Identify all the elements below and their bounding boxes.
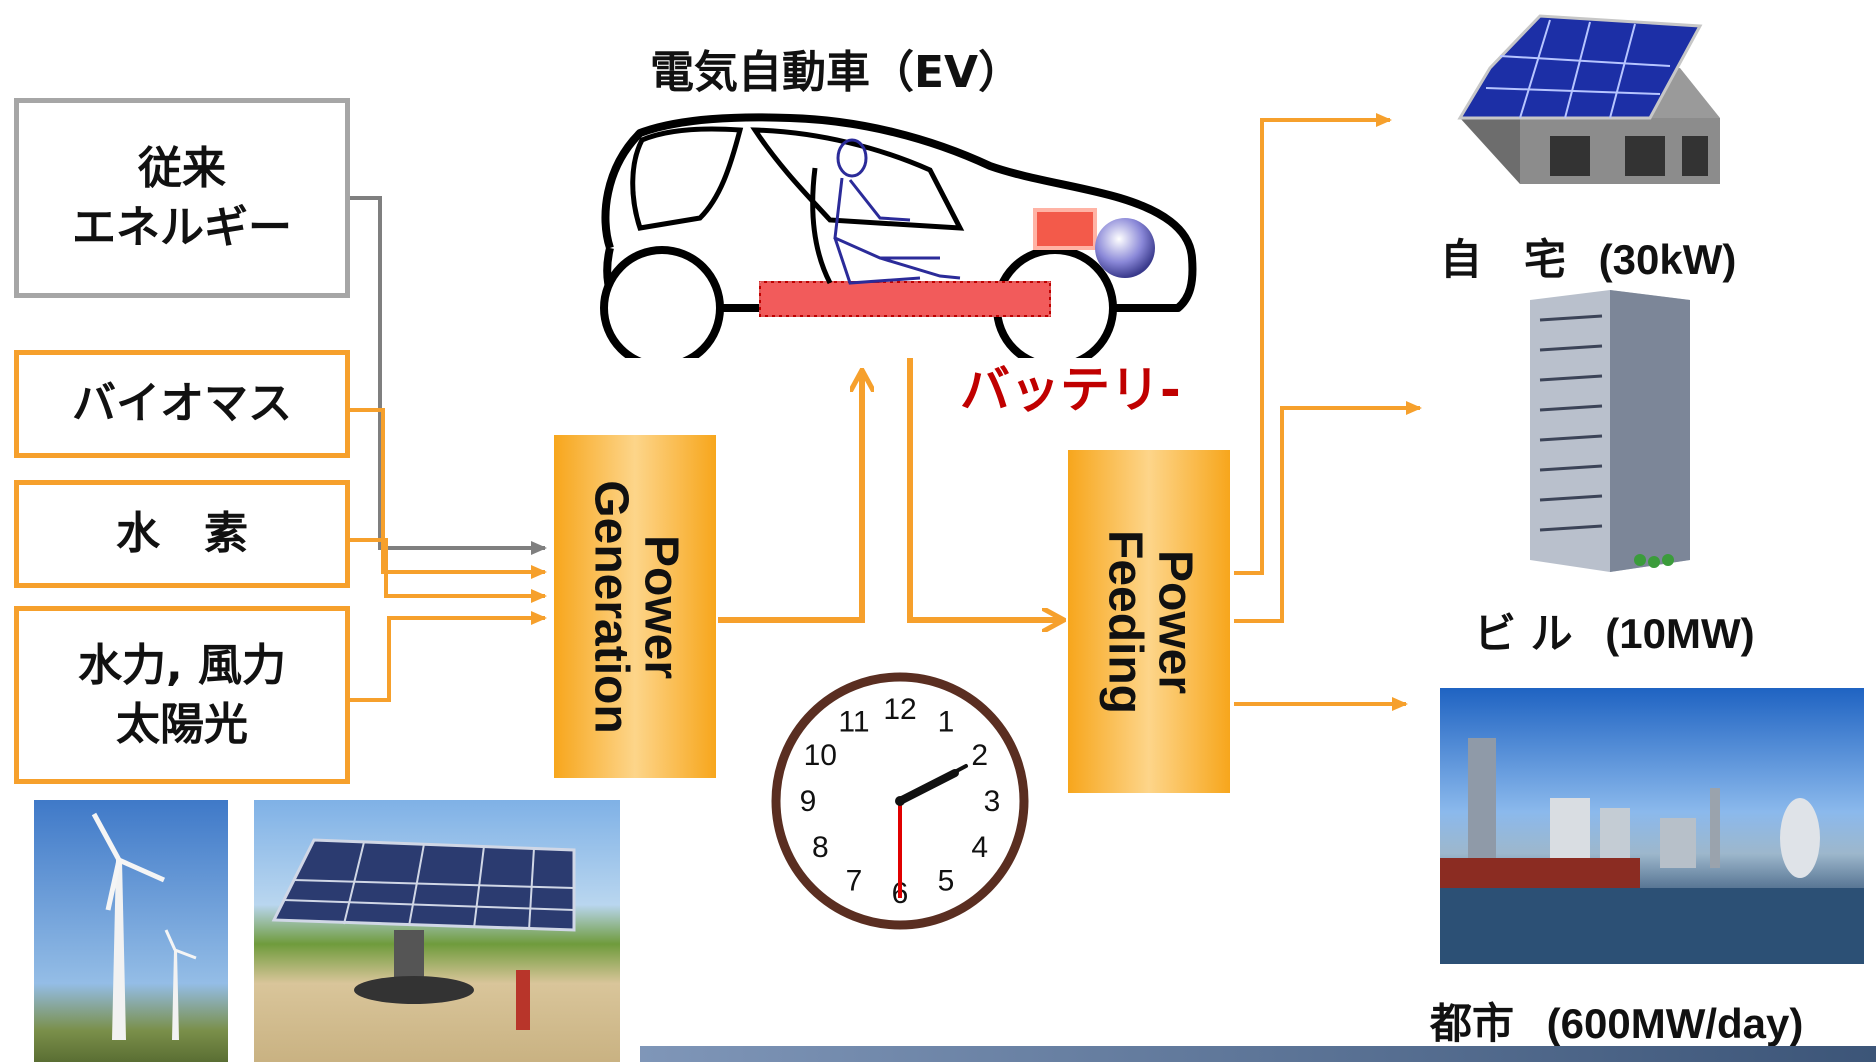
clock-number-7: 7: [846, 865, 863, 898]
building-name: ビ ル: [1474, 609, 1573, 658]
generation-to-ev-arrow: [718, 372, 862, 623]
bottom-decor-bar: [640, 1046, 1876, 1062]
clock-number-12: 12: [883, 693, 916, 726]
renewable-label-line2: 太陽光: [115, 699, 248, 750]
hydrogen-label: 水 素: [116, 508, 248, 560]
building-capacity: (10MW): [1605, 610, 1755, 657]
feeding-label-line1: Power: [1148, 549, 1202, 694]
building-caption: ビ ル (10MW): [1474, 600, 1755, 661]
battery-label: バッテリ-: [960, 361, 1181, 419]
power-feeding-box: Power Feeding: [1068, 450, 1230, 793]
biomass-box: バイオマス: [14, 350, 350, 458]
clock-number-4: 4: [971, 831, 988, 864]
biomass-label: バイオマス: [72, 378, 292, 430]
clock-number-11: 11: [838, 705, 869, 738]
city-caption: 都市 (600MW/day): [1430, 990, 1803, 1051]
inverter-block: [1033, 208, 1097, 250]
home-caption: 自 宅 (30kW): [1440, 226, 1736, 287]
feeding-label-line2: Feeding: [1098, 529, 1151, 714]
clock-number-2: 2: [971, 739, 988, 772]
hydrogen-box: 水 素: [14, 480, 350, 588]
wind-turbine-photo: [34, 800, 228, 1062]
clock-number-10: 10: [804, 739, 837, 772]
clock-number-9: 9: [800, 785, 817, 818]
clock-number-1: 1: [938, 705, 955, 738]
hydrogen-flow-line: [348, 538, 547, 603]
office-building-illustration: [1530, 290, 1690, 572]
generation-label-line2: Generation: [584, 479, 637, 734]
renewable-label-line1: 水力, 風力: [77, 639, 287, 691]
power-generation-box: Power Generation: [554, 435, 716, 778]
home-solar-illustration: [1457, 14, 1720, 184]
city-capacity: (600MW/day): [1546, 1000, 1804, 1047]
biomass-flow-line: [348, 408, 547, 579]
conventional-energy-box: 従来 エネルギー: [14, 98, 350, 298]
feeding-to-building-arrow: [1234, 401, 1422, 623]
city-skyline-photo: [1440, 688, 1864, 964]
battery-pack: [759, 281, 1051, 317]
conventional-label-line1: 従来: [138, 142, 226, 194]
conventional-label-line2: エネルギー: [72, 202, 292, 253]
conventional-flow-line: [348, 196, 547, 555]
renewable-flow-line: [348, 611, 547, 702]
home-name: 自 宅: [1440, 235, 1567, 284]
ev-car-illustration: [600, 113, 1197, 358]
motor-sphere: [1095, 218, 1155, 278]
home-capacity: (30kW): [1598, 236, 1737, 283]
city-name: 都市: [1430, 999, 1515, 1048]
generation-label-line1: Power: [634, 534, 688, 679]
clock-number-8: 8: [812, 831, 829, 864]
ev-to-feeding-arrow: [907, 358, 1062, 620]
clock-number-5: 5: [938, 865, 955, 898]
clock-number-3: 3: [984, 785, 1001, 818]
renewable-box: 水力, 風力 太陽光: [14, 606, 350, 784]
solar-array-photo: [254, 800, 620, 1062]
ev-title: 電気自動車（EV）: [650, 47, 1023, 98]
feeding-to-home-arrow: [1234, 113, 1392, 575]
clock-icon: 121234567891011: [771, 672, 1029, 930]
